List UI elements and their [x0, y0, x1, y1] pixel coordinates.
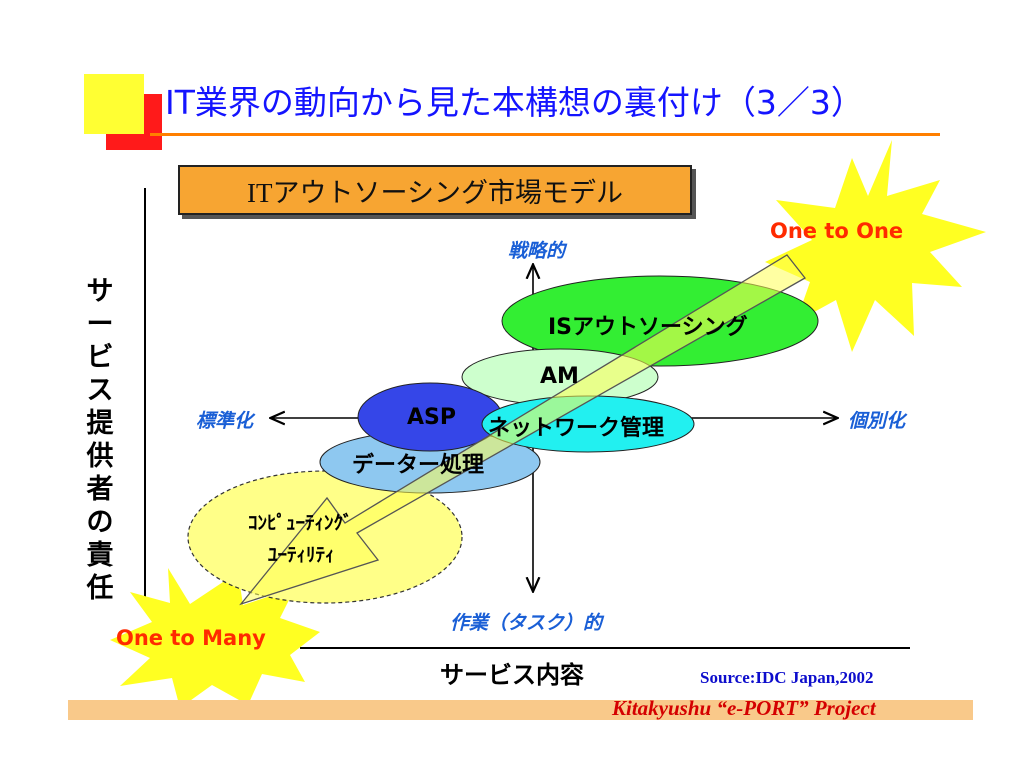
- asp-label: ASP: [407, 405, 456, 430]
- slide-title: IT業界の動向から見た本構想の裏付け（3／3）: [165, 83, 864, 122]
- vertical-axis-char: ス: [86, 375, 114, 406]
- footer-band: [68, 700, 973, 720]
- diagonal-arrow: [239, 254, 806, 606]
- vertical-axis-char: 任: [86, 573, 114, 604]
- axis-left-label: 標準化: [196, 410, 254, 432]
- vertical-axis-char: 供: [86, 441, 114, 472]
- vertical-axis-label: サービス提供者の責任: [80, 275, 120, 605]
- vertical-axis-char: ー: [86, 309, 114, 340]
- one-to-one-label: One to One: [770, 219, 904, 243]
- model-title-box: ITアウトソーシング市場モデル: [178, 165, 692, 215]
- one-to-many-label: One to Many: [116, 626, 266, 650]
- vertical-axis-char: ビ: [86, 342, 114, 373]
- vertical-axis-char: の: [86, 507, 114, 538]
- utility-label-line2: ﾕｰﾃｨﾘﾃｨ: [268, 544, 335, 566]
- one-to-many-burst: [110, 568, 320, 708]
- decorative-yellow-square: [84, 74, 144, 134]
- network-label: ネットワーク管理: [488, 416, 665, 441]
- bottom-divider: [300, 647, 910, 649]
- vertical-axis-char: 者: [86, 474, 114, 505]
- vertical-axis-char: 責: [86, 540, 114, 571]
- vertical-axis-char: サ: [86, 276, 114, 307]
- horizontal-axis-label: サービス内容: [440, 661, 584, 689]
- one-to-one-burst: [765, 140, 986, 352]
- utility-label-line1: ｺﾝﾋﾟｭｰﾃｨﾝｸﾞ: [248, 512, 353, 534]
- title-underline: [150, 133, 940, 136]
- source-note: Source:IDC Japan,2002: [700, 668, 874, 687]
- axis-top-label: 戦略的: [508, 240, 566, 262]
- axis-bottom-label: 作業（タスク）的: [450, 612, 603, 634]
- axis-right-label: 個別化: [848, 410, 906, 432]
- vertical-divider: [144, 188, 146, 600]
- data-processing-label: データー処理: [352, 453, 485, 478]
- footer-project-name: Kitakyushu “e-PORT” Project: [612, 696, 876, 720]
- is-outsourcing-label: ISアウトソーシング: [548, 315, 748, 340]
- vertical-axis-char: 提: [86, 408, 114, 439]
- am-label: AM: [540, 364, 579, 389]
